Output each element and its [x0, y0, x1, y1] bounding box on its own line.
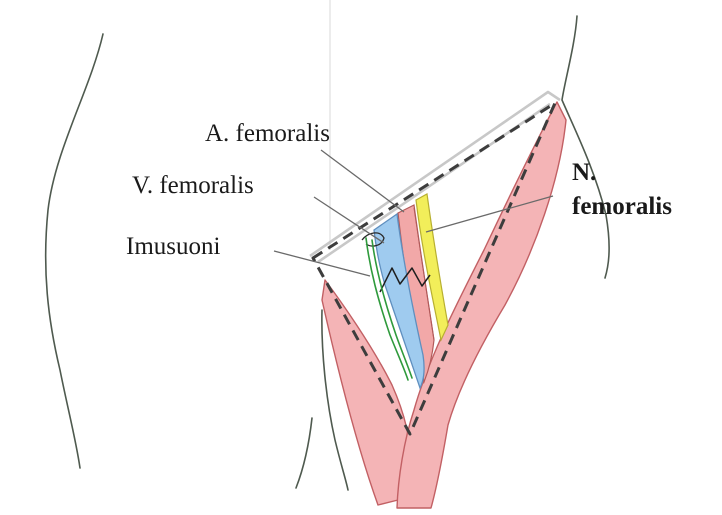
label-nerve-line2: femoralis: [572, 193, 672, 220]
right-hip-contour: [562, 16, 609, 278]
label-lymph: Imusuoni: [126, 233, 221, 260]
label-artery: A. femoralis: [205, 120, 330, 147]
left-hip-contour: [46, 34, 103, 468]
label-nerve-line1: N.: [572, 159, 596, 186]
label-vein: V. femoralis: [132, 172, 254, 199]
right-thigh-inner-contour: [296, 418, 312, 488]
leader-artery: [321, 150, 404, 212]
